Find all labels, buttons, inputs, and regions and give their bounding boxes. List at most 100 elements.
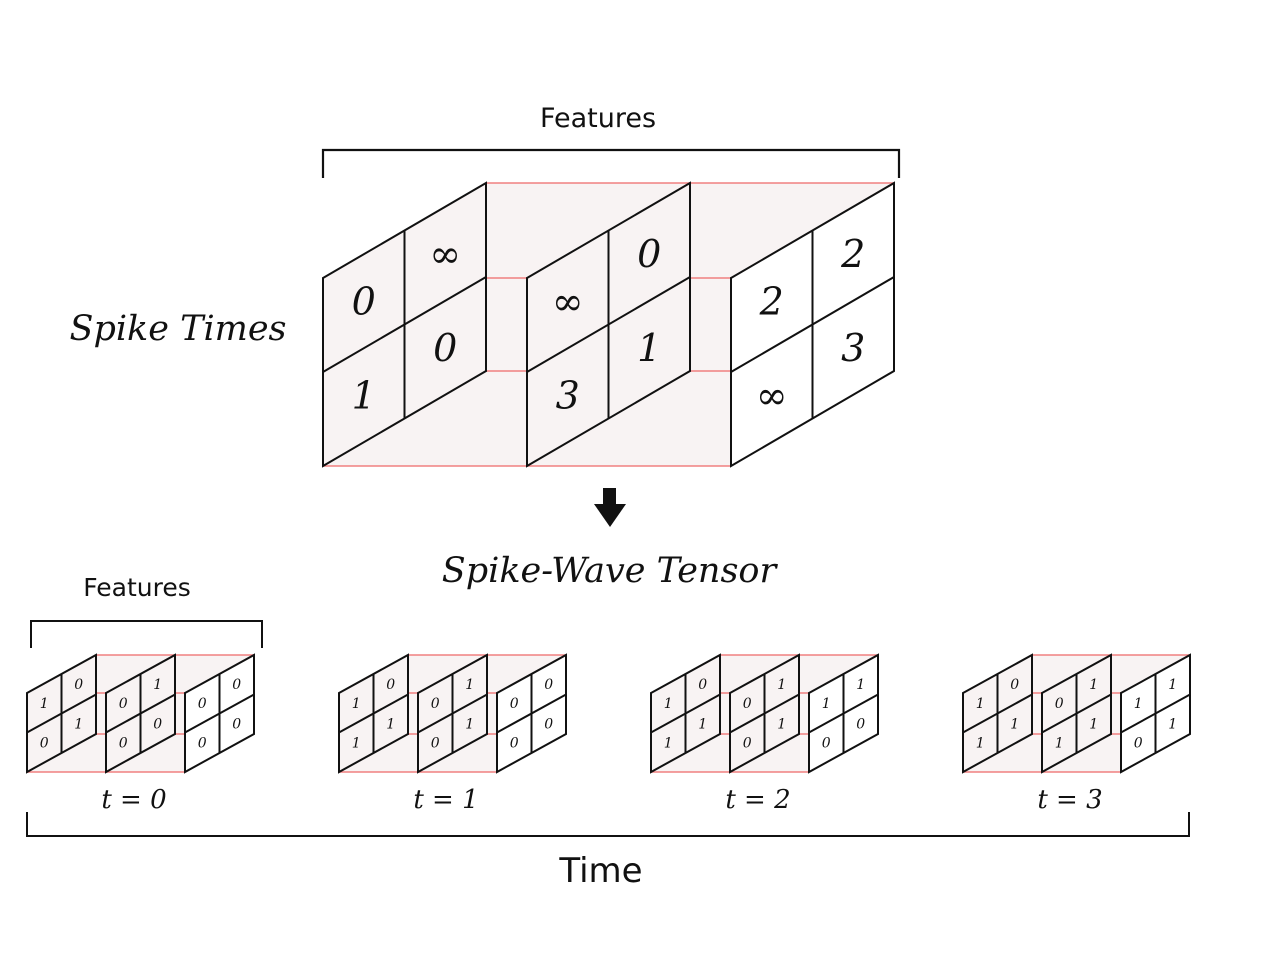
step-2-cell-value: 1 [664,696,673,712]
top-tensor-cell-value: 3 [841,326,865,370]
step-0-panel-0: 1 0 0 1 [26,653,97,774]
step-0-cell-value: 0 [119,736,128,752]
top-tensor-cell-value: ∞ [552,280,584,324]
step-2-cell-value: 1 [698,717,707,733]
time-step-label: t = 2 [725,785,790,815]
step-0-cell-value: 0 [232,717,241,733]
step-2-panel-divider [808,693,879,734]
time-label: Time [558,851,642,891]
step-3-cell-value: 0 [1010,677,1019,693]
top-tensor-panel-1: ∞ 0 3 1 [526,181,691,468]
time-step-label: t = 0 [101,785,166,815]
step-1-cell-value: 0 [431,696,440,712]
top-tensor-panel-divider [730,276,895,373]
step-2-cell-value: 1 [777,677,786,693]
top-tensor-cell-value: 2 [840,232,865,276]
step-2-cell-value: 1 [856,677,865,693]
top-tensor-cell-value: 0 [433,326,457,370]
step-0-cell-value: 0 [74,677,83,693]
step-0-cell-value: 0 [198,696,207,712]
features-label-top: Features [540,103,656,134]
step-0-cell-value: 0 [198,736,207,752]
step-0-cell-value: 1 [74,717,83,733]
step-2-cell-value: 0 [743,696,752,712]
time-step-label: t = 3 [1037,785,1102,815]
top-tensor-panel-divider [322,276,487,373]
top-tensor-cell-value: 2 [759,280,784,324]
step-1-cell-value: 0 [510,736,519,752]
step-2-panel-divider [729,693,800,734]
step-3-cell-value: 1 [976,736,985,752]
step-2-cell-value: 1 [777,717,786,733]
time-step-0: 1 0 0 1 0 1 0 0 0 0 0 0 t = 0 [26,653,255,815]
top-tensor-cell-value: ∞ [429,232,461,276]
step-3-panel-divider [962,693,1033,734]
step-0-panel-2: 0 0 0 0 [184,653,255,774]
time-step-label: t = 1 [413,785,478,815]
step-1-cell-value: 0 [510,696,519,712]
step-2-panel-1: 0 1 0 1 [729,653,800,774]
top-tensor-cell-value: 1 [637,326,661,370]
step-1-cell-value: 0 [544,717,553,733]
step-1-cell-value: 1 [465,677,474,693]
top-tensor-panel-divider [526,276,691,373]
step-3-cell-value: 1 [1089,717,1098,733]
spike-wave-title: Spike-Wave Tensor [442,551,779,591]
step-1-cell-value: 0 [544,677,553,693]
step-1-panel-0: 1 0 1 1 [338,653,409,774]
step-3-cell-value: 1 [1168,677,1177,693]
step-2-cell-value: 0 [856,717,865,733]
step-3-cell-value: 1 [1089,677,1098,693]
step-0-cell-value: 0 [119,696,128,712]
step-3-panel-divider [1120,693,1191,734]
step-2-cell-value: 1 [664,736,673,752]
step-2-cell-value: 1 [822,696,831,712]
step-3-cell-value: 1 [1134,696,1143,712]
top-tensor-cell-value: 3 [556,374,580,418]
top-tensor-panel-0: 0 ∞ 1 0 [322,181,487,468]
step-0-panel-divider [184,693,255,734]
step-2-cell-value: 0 [698,677,707,693]
top-tensor-cell-value: 0 [352,280,376,324]
step-1-cell-value: 1 [465,717,474,733]
step-1-panel-2: 0 0 0 0 [496,653,567,774]
bottom-section: Spike-Wave Tensor Features 100101000000t… [26,551,1191,891]
step-0-cell-value: 0 [153,717,162,733]
step-3-cell-value: 0 [1134,736,1143,752]
step-1-cell-value: 1 [352,696,361,712]
time-bracket [26,812,1190,837]
step-0-cell-value: 0 [40,736,49,752]
step-0-panel-divider [26,693,97,734]
step-3-cell-value: 0 [1055,696,1064,712]
step-0-cell-value: 0 [232,677,241,693]
step-0-panel-divider [105,693,176,734]
top-tensor-cell-value: 0 [637,232,661,276]
step-3-cell-value: 1 [1168,717,1177,733]
step-2-panel-0: 1 0 1 1 [650,653,721,774]
top-tensor-panel-2: 22∞3 [730,181,895,468]
features-bracket-top [321,148,901,178]
step-1-cell-value: 0 [386,677,395,693]
step-3-cell-value: 1 [1010,717,1019,733]
step-1-cell-value: 1 [386,717,395,733]
top-tensor-cell-value: 1 [352,374,376,418]
step-0-cell-value: 1 [40,696,49,712]
features-bracket-bottom [30,620,263,648]
step-1-cell-value: 1 [352,736,361,752]
step-1-panel-divider [496,693,567,734]
step-3-panel-divider [1041,693,1112,734]
step-0-cell-value: 1 [153,677,162,693]
step-3-panel-2: 1 1 0 1 [1120,653,1191,774]
step-2-cell-value: 0 [743,736,752,752]
step-2-panel-divider [650,693,721,734]
step-1-panel-divider [338,693,409,734]
